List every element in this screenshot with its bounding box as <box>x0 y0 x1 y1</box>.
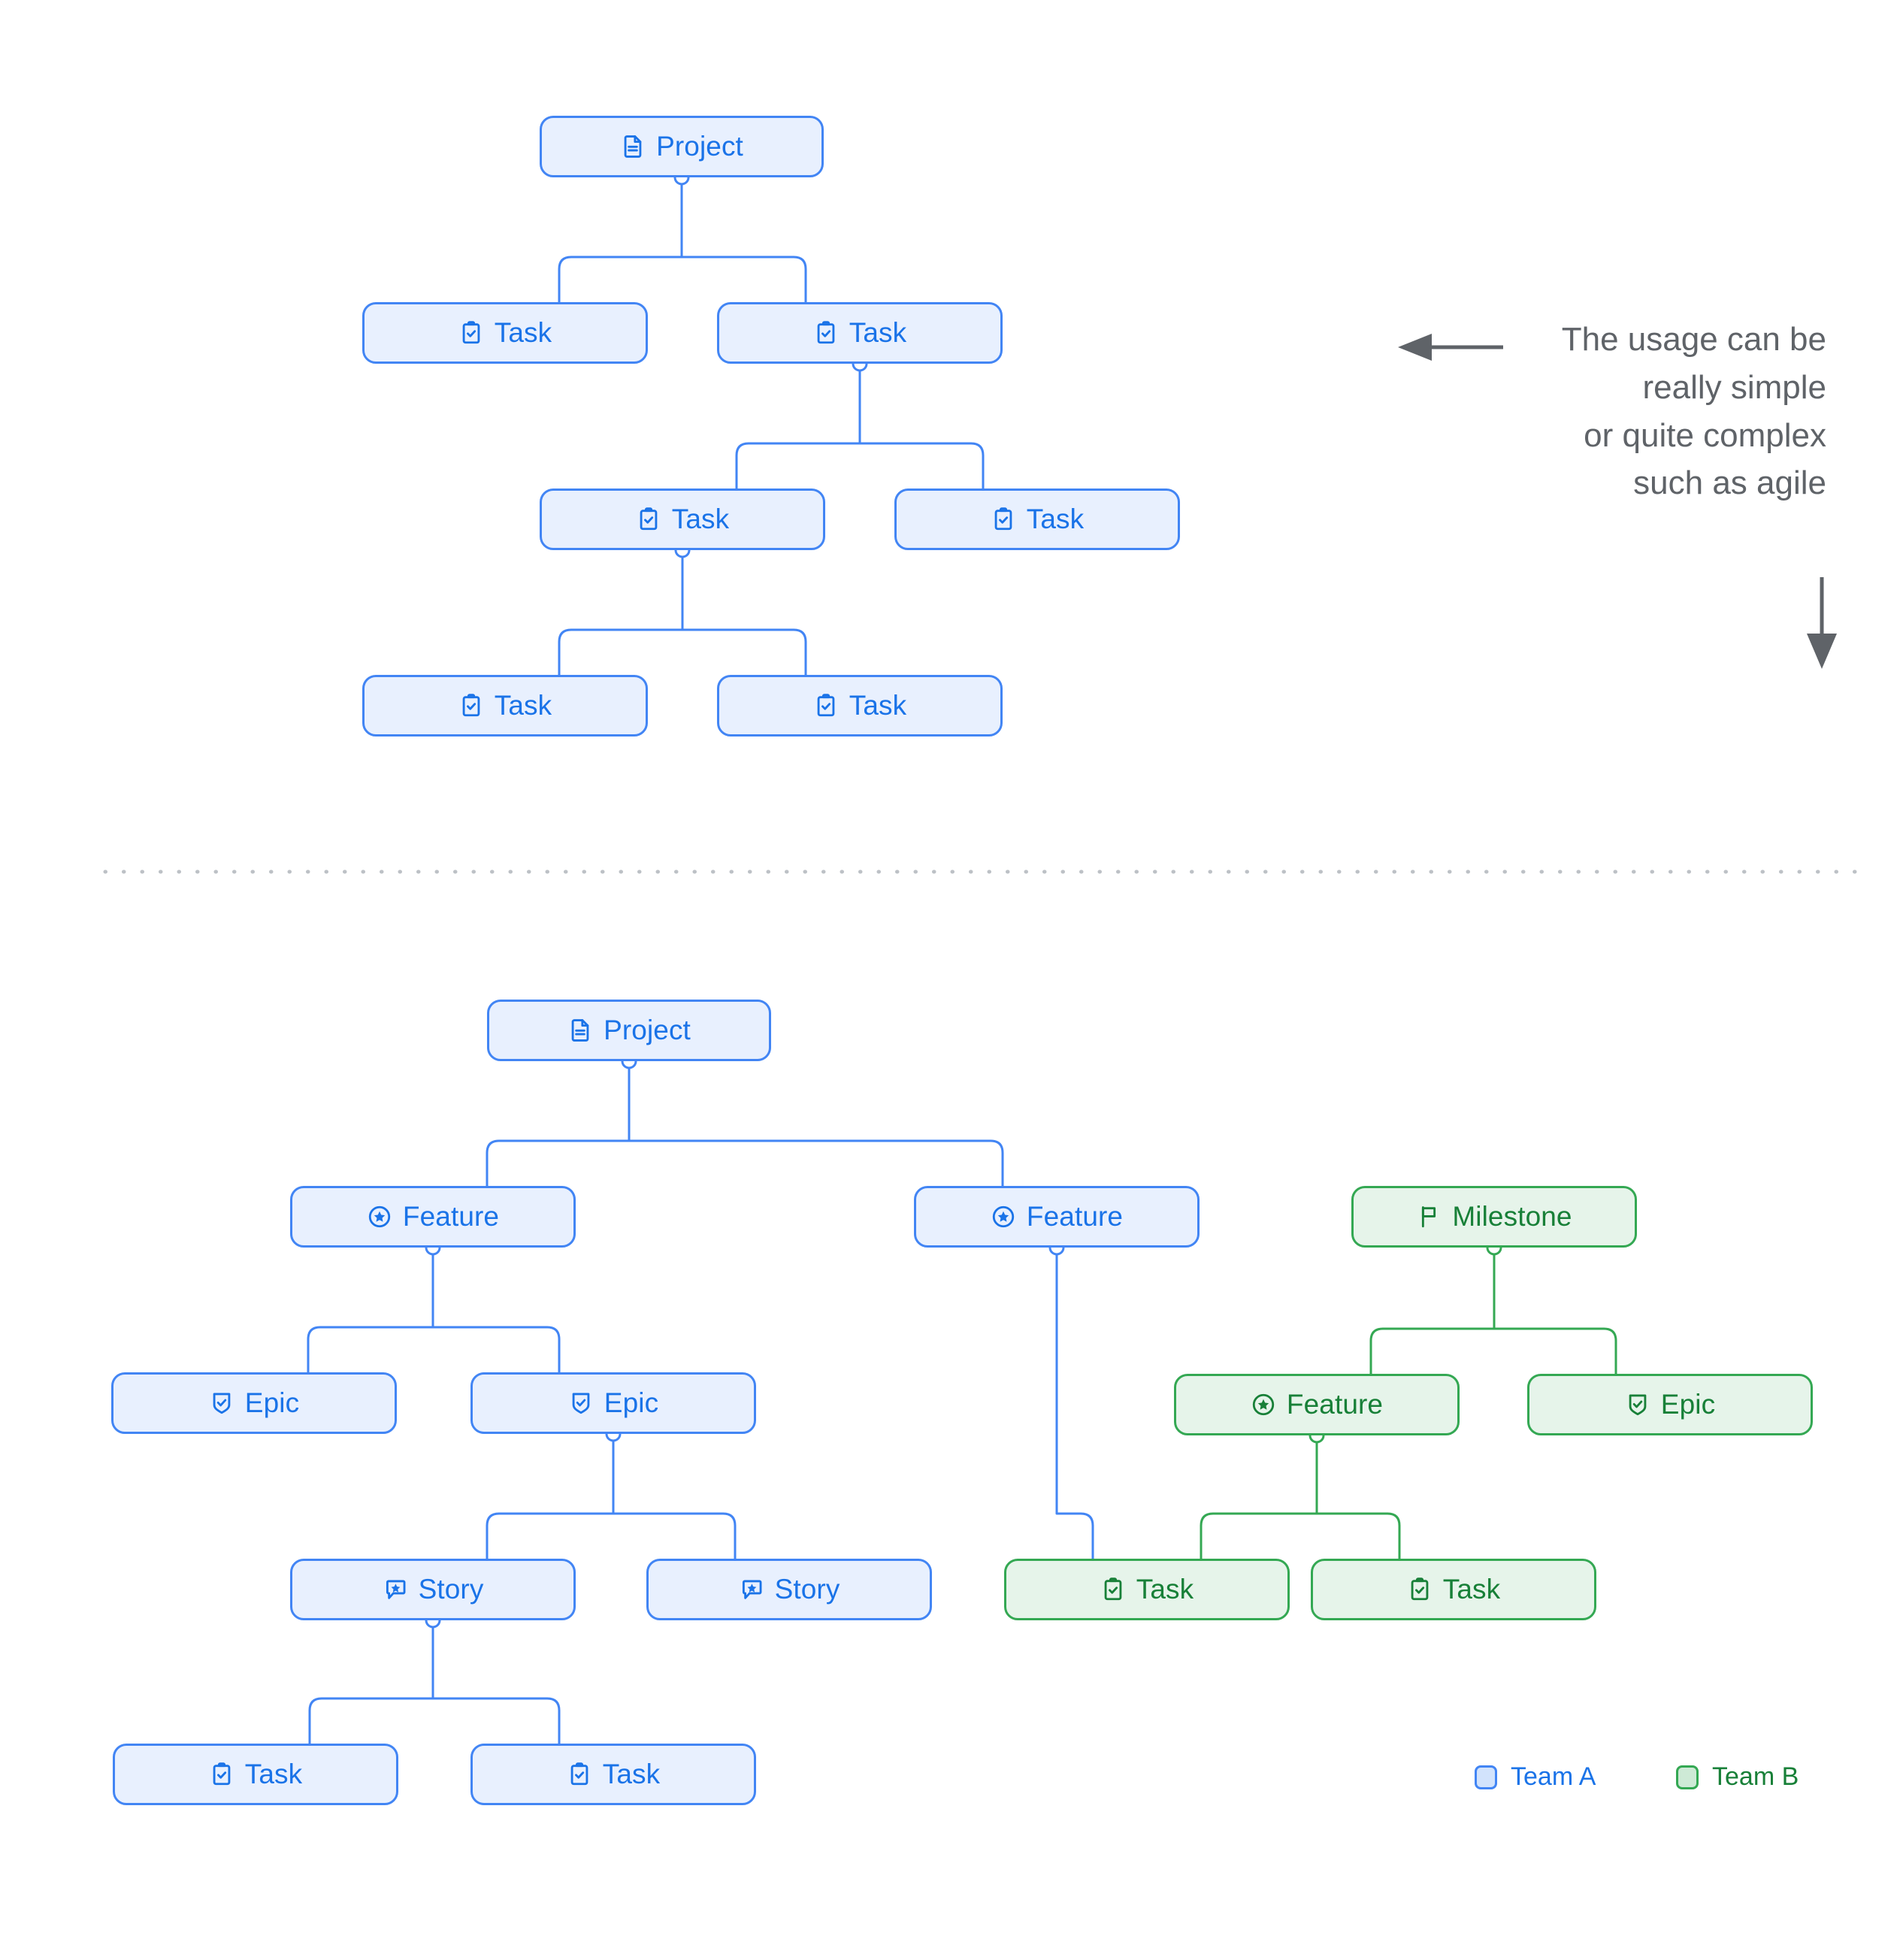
node-task[interactable]: Task <box>717 302 1003 364</box>
connector-edge <box>307 1326 434 1374</box>
node-task[interactable]: Task <box>362 302 648 364</box>
connector-edge <box>431 1697 561 1745</box>
node-label: Project <box>604 1015 691 1045</box>
epic-icon <box>1625 1392 1650 1417</box>
milestone-icon <box>1416 1204 1442 1230</box>
node-project[interactable]: Project <box>487 1000 771 1061</box>
node-epic[interactable]: Epic <box>470 1372 756 1434</box>
node-label: Story <box>418 1574 484 1605</box>
node-story[interactable]: Story <box>290 1559 576 1620</box>
document-icon <box>620 134 646 159</box>
node-task[interactable]: Task <box>1311 1559 1596 1620</box>
connector-edge <box>558 628 684 676</box>
feature-icon <box>991 1204 1016 1230</box>
arrow-left-head-icon <box>1398 334 1432 361</box>
node-label: Task <box>602 1759 661 1789</box>
node-label: Feature <box>1026 1201 1124 1232</box>
node-story[interactable]: Story <box>646 1559 932 1620</box>
legend-item-team-b: Team B <box>1676 1762 1799 1792</box>
legend-swatch-team-a <box>1475 1765 1497 1789</box>
node-label: Task <box>849 317 907 348</box>
task-icon <box>1407 1577 1433 1602</box>
connector-edge <box>1200 1512 1318 1560</box>
task-icon <box>813 693 839 718</box>
node-feature[interactable]: Feature <box>290 1186 576 1248</box>
task-icon <box>209 1762 234 1787</box>
legend-label-team-b: Team B <box>1712 1762 1799 1791</box>
node-feature[interactable]: Feature <box>914 1186 1200 1248</box>
node-milestone[interactable]: Milestone <box>1351 1186 1637 1248</box>
node-label: Task <box>1026 504 1085 534</box>
task-icon <box>458 320 484 346</box>
document-icon <box>567 1018 593 1043</box>
task-icon <box>1100 1577 1126 1602</box>
node-label: Epic <box>244 1387 300 1418</box>
epic-icon <box>209 1390 234 1416</box>
node-label: Task <box>671 504 730 534</box>
annotation-text: The usage can be really simple or quite … <box>1561 321 1826 502</box>
node-label: Task <box>1442 1574 1501 1605</box>
connector-edge <box>1493 1327 1617 1375</box>
arrow-down-head-icon <box>1807 634 1837 669</box>
node-label: Feature <box>402 1201 500 1232</box>
connector-edge <box>858 442 985 490</box>
story-icon <box>739 1577 764 1602</box>
connector-edge <box>1055 1512 1094 1560</box>
connector-edge <box>680 256 807 304</box>
node-task[interactable]: Task <box>540 488 825 550</box>
connector-edge <box>486 1139 631 1187</box>
connector-edge <box>486 1512 615 1560</box>
legend-item-team-a: Team A <box>1475 1762 1596 1792</box>
node-label: Epic <box>604 1387 659 1418</box>
node-label: Task <box>1136 1574 1194 1605</box>
node-label: Project <box>656 131 743 162</box>
story-icon <box>383 1577 408 1602</box>
node-epic[interactable]: Epic <box>111 1372 397 1434</box>
epic-icon <box>568 1390 594 1416</box>
connector-edge <box>1369 1327 1496 1375</box>
task-icon <box>636 507 661 532</box>
connector-edge <box>308 1697 434 1745</box>
connector-edge <box>1315 1512 1401 1560</box>
node-project[interactable]: Project <box>540 116 824 177</box>
connector-edge <box>628 1139 1004 1187</box>
node-task[interactable]: Task <box>113 1744 398 1805</box>
node-label: Task <box>849 690 907 721</box>
node-feature[interactable]: Feature <box>1174 1374 1460 1435</box>
connector-edge <box>431 1326 561 1374</box>
task-icon <box>991 507 1016 532</box>
legend-label-team-a: Team A <box>1511 1762 1596 1791</box>
node-label: Story <box>774 1574 840 1605</box>
feature-icon <box>367 1204 392 1230</box>
connector-edge <box>612 1512 737 1560</box>
node-task[interactable]: Task <box>894 488 1180 550</box>
task-icon <box>813 320 839 346</box>
node-label: Task <box>244 1759 303 1789</box>
connector-edge <box>681 628 807 676</box>
connector-edge <box>735 442 861 490</box>
task-icon <box>458 693 484 718</box>
legend-swatch-team-b <box>1676 1765 1699 1789</box>
node-label: Task <box>494 690 552 721</box>
node-label: Feature <box>1286 1389 1384 1420</box>
node-label: Milestone <box>1452 1201 1572 1232</box>
node-task[interactable]: Task <box>1004 1559 1290 1620</box>
node-epic[interactable]: Epic <box>1527 1374 1813 1435</box>
node-task[interactable]: Task <box>470 1744 756 1805</box>
node-label: Epic <box>1660 1389 1716 1420</box>
node-task[interactable]: Task <box>717 675 1003 737</box>
node-label: Task <box>494 317 552 348</box>
feature-icon <box>1251 1392 1276 1417</box>
task-icon <box>567 1762 592 1787</box>
connector-edge <box>558 256 683 304</box>
node-task[interactable]: Task <box>362 675 648 737</box>
